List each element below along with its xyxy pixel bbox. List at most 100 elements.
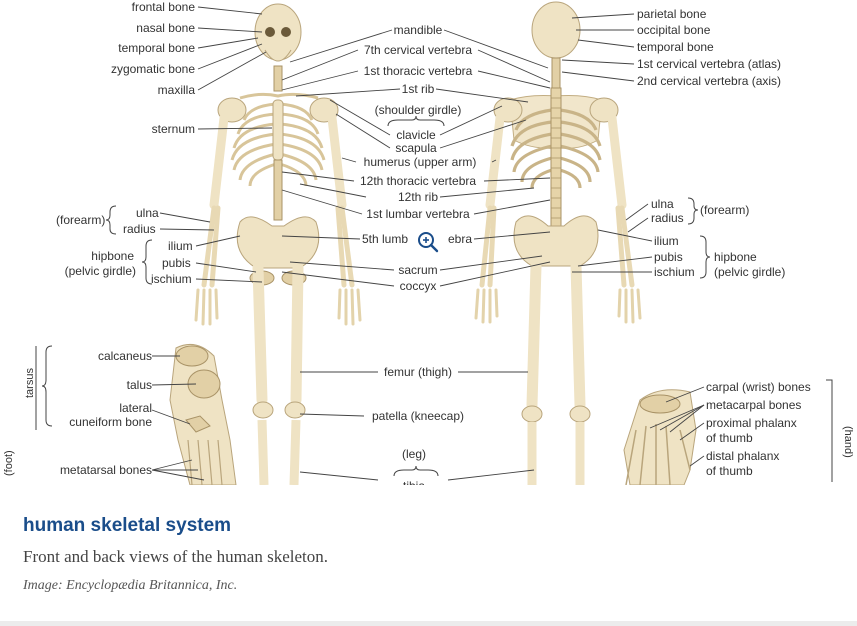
front-spine-lumbar xyxy=(273,159,283,221)
label-distal-phalanx: distal phalanx xyxy=(706,449,779,463)
label-proximal-phalanx: proximal phalanx xyxy=(706,416,797,430)
label-hipbone-left: hipbone xyxy=(91,249,134,263)
label-shoulder-girdle: (shoulder girdle) xyxy=(375,103,462,117)
label-tarsus: tarsus xyxy=(24,368,36,398)
back-humerus-left xyxy=(485,113,505,210)
back-knee-right xyxy=(569,405,591,423)
label-occipital-bone: occipital bone xyxy=(637,23,711,37)
label-1st-lumbar: 1st lumbar vertebra xyxy=(366,207,470,221)
diagram-labels: frontal bone nasal bone temporal bone zy… xyxy=(3,0,854,485)
front-hand-left xyxy=(194,288,219,326)
label-lateral: lateral xyxy=(119,401,152,415)
front-patella-right xyxy=(284,401,306,419)
caption-title-link[interactable]: human skeletal system xyxy=(23,515,232,536)
label-carpal: carpal (wrist) bones xyxy=(706,380,811,394)
front-ulna-left xyxy=(201,205,217,288)
label-maxilla: maxilla xyxy=(158,83,196,97)
figure-caption: human skeletal system Front and back vie… xyxy=(0,485,857,621)
label-metacarpal: metacarpal bones xyxy=(706,398,801,412)
skeleton-figure[interactable]: frontal bone nasal bone temporal bone zy… xyxy=(0,0,857,485)
label-pelvic-girdle-right: (pelvic girdle) xyxy=(714,265,785,279)
back-hand-right xyxy=(617,288,642,324)
label-pelvic-girdle-left: (pelvic girdle) xyxy=(65,264,136,278)
label-pubis-left: pubis xyxy=(162,256,191,270)
front-humerus-right xyxy=(327,113,347,210)
label-radius-right: radius xyxy=(651,211,684,225)
label-of-thumb-1: of thumb xyxy=(706,431,753,445)
front-pelvis xyxy=(236,216,320,269)
cuneiform-shape xyxy=(185,415,211,433)
label-2nd-cervical: 2nd cervical vertebra (axis) xyxy=(637,74,781,88)
front-femur-left xyxy=(252,262,268,406)
front-patella-left xyxy=(252,401,274,419)
front-neck xyxy=(273,65,283,92)
label-coccyx: coccyx xyxy=(400,279,437,293)
label-sternum: sternum xyxy=(152,122,195,136)
back-forearm-left xyxy=(479,205,493,288)
bottom-divider xyxy=(0,621,857,626)
label-12th-rib: 12th rib xyxy=(398,190,438,204)
label-ilium-right: ilium xyxy=(654,234,679,248)
label-1st-cervical: 1st cervical vertebra (atlas) xyxy=(637,57,781,71)
label-5th-lumbar-b: ebra xyxy=(448,232,472,246)
label-tibia-partial: tibia xyxy=(403,479,425,485)
label-cuneiform-bone: cuneiform bone xyxy=(69,415,152,429)
caption-credit: Image: Encyclopædia Britannica, Inc. xyxy=(23,578,238,593)
front-eye-socket-right xyxy=(281,27,291,37)
label-5th-lumbar-a: 5th lumb xyxy=(362,232,408,246)
hand-detail xyxy=(623,389,697,485)
label-femur: femur (thigh) xyxy=(384,365,452,379)
label-forearm-left: (forearm) xyxy=(56,213,105,227)
label-frontal-bone: frontal bone xyxy=(132,0,196,14)
front-femur-right xyxy=(290,262,304,406)
back-knee-left xyxy=(521,405,543,423)
label-parietal-bone: parietal bone xyxy=(637,7,707,21)
back-skull xyxy=(531,1,581,59)
front-tibia-left xyxy=(257,419,269,485)
front-humerus-left xyxy=(209,113,229,210)
back-forearm-left-b xyxy=(487,205,497,288)
label-scapula: scapula xyxy=(395,141,437,155)
back-femur-left xyxy=(526,260,542,411)
back-skeleton xyxy=(474,1,642,485)
front-radius-right xyxy=(335,205,347,288)
front-eye-socket-left xyxy=(265,27,275,37)
label-ilium-left: ilium xyxy=(168,239,193,253)
label-temporal-bone-front: temporal bone xyxy=(118,41,195,55)
back-humerus-right xyxy=(607,113,627,210)
front-skeleton xyxy=(194,3,362,485)
label-1st-rib: 1st rib xyxy=(402,82,435,96)
label-12th-thoracic: 12th thoracic vertebra xyxy=(360,174,476,188)
label-ischium-right: ischium xyxy=(654,265,695,279)
label-foot: (foot) xyxy=(3,450,15,476)
label-1st-thoracic: 1st thoracic vertebra xyxy=(364,64,473,78)
label-ulna-right: ulna xyxy=(651,197,674,211)
label-sacrum: sacrum xyxy=(398,263,437,277)
front-radius-left xyxy=(209,205,221,288)
label-mandible: mandible xyxy=(394,23,443,37)
label-clavicle: clavicle xyxy=(396,128,436,142)
skeleton-diagram: frontal bone nasal bone temporal bone zy… xyxy=(3,0,854,485)
back-hand-left xyxy=(474,288,499,324)
hand-finger-shapes xyxy=(625,424,691,485)
front-jaw xyxy=(264,49,292,62)
back-pelvis xyxy=(513,215,599,267)
label-ischium-left: ischium xyxy=(151,272,192,286)
front-ribcage xyxy=(230,102,326,187)
front-ulna-right xyxy=(339,205,355,288)
label-ulna-left: ulna xyxy=(136,206,159,220)
label-7th-cervical: 7th cervical vertebra xyxy=(364,43,472,57)
calcaneus-shape xyxy=(175,345,209,367)
back-spine xyxy=(550,87,562,229)
label-forearm-right: (forearm) xyxy=(700,203,749,217)
label-pubis-right: pubis xyxy=(654,250,683,264)
back-neck xyxy=(551,57,561,89)
front-sternum xyxy=(272,99,284,161)
label-of-thumb-2: of thumb xyxy=(706,464,753,478)
label-hand: (hand) xyxy=(842,426,854,458)
front-tibia-right xyxy=(289,419,301,485)
brace-marks xyxy=(35,115,833,482)
zoom-icon[interactable] xyxy=(412,228,442,254)
foot-detail xyxy=(169,343,237,485)
label-zygomatic-bone: zygomatic bone xyxy=(111,62,195,76)
